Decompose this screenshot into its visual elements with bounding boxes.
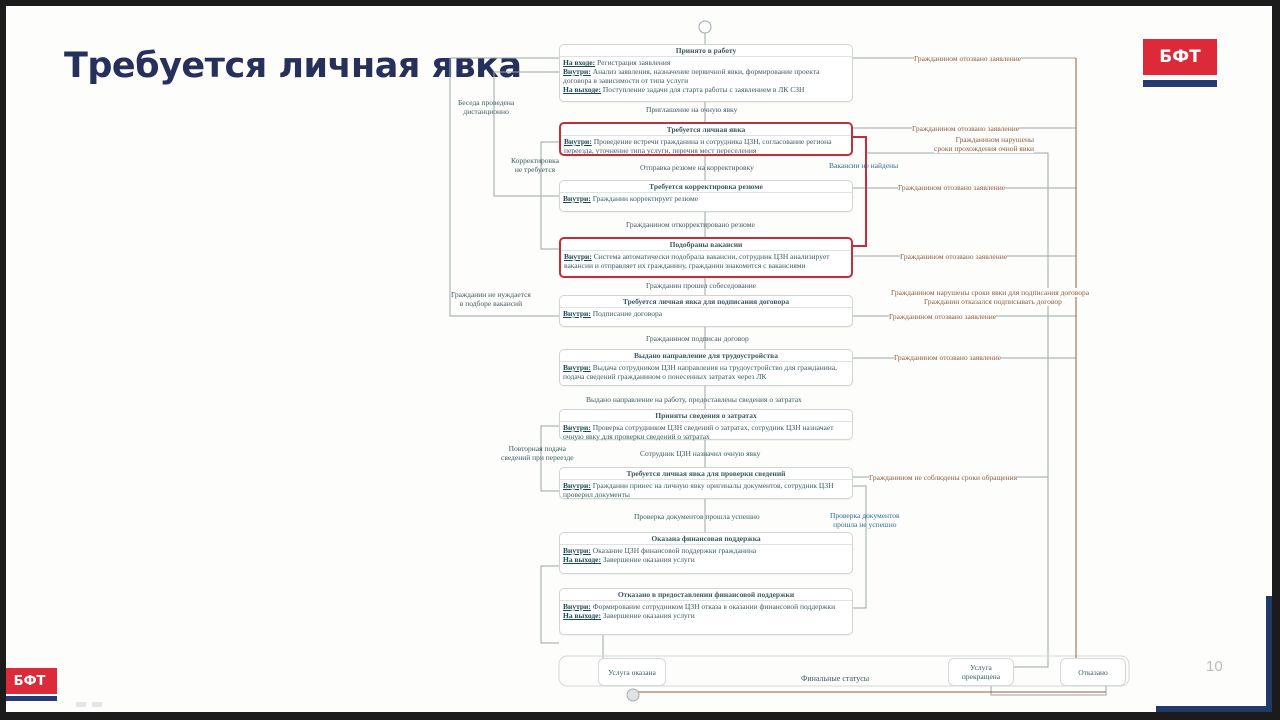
state-vacancies[interactable]: Подобраны вакансии Внутри: Система автом… — [559, 237, 853, 278]
transition-label: Гражданином подписан договор — [646, 334, 749, 343]
corner-accent — [1266, 596, 1272, 712]
transition-label: Проверка документов прошла не успешно — [830, 511, 900, 529]
loop-label: Гражданин не нуждается в подборе ваканси… — [451, 290, 531, 308]
transition-label: Гражданином откорректировано резюме — [626, 220, 755, 229]
logo-text: БФТ — [1159, 47, 1201, 67]
exit-label: Гражданином отозвано заявление — [889, 312, 997, 321]
final-statuses-label: Финальные статусы — [801, 674, 870, 683]
bft-logo-top: БФТ — [1143, 39, 1217, 75]
exit-label: Гражданином отозвано заявление — [914, 54, 1022, 63]
logo-bar-bottom — [6, 696, 57, 701]
logo-text: БФТ — [13, 673, 46, 689]
transition-label: Отправка резюме на корректировку — [640, 163, 754, 172]
state-accepted[interactable]: Принято в работу На входе: Регистрация з… — [559, 44, 853, 102]
transition-label: Гражданин прошел собеседование — [646, 281, 757, 290]
transition-label: Вакансии не найдены — [829, 161, 899, 170]
exit-label: Гражданином нарушены сроки явки для подп… — [891, 288, 1090, 297]
state-resume-fix[interactable]: Требуется корректировка резюме Внутри: Г… — [559, 180, 853, 212]
loop-label: Беседа проведена дистанционно — [458, 98, 515, 116]
bft-logo-bottom: БФТ — [6, 668, 57, 694]
slide-nav-dots — [76, 694, 116, 707]
state-verify-visit[interactable]: Требуется личная явка для проверки сведе… — [559, 467, 853, 499]
exit-label: Гражданином нарушены сроки прохождения о… — [934, 135, 1035, 153]
slide: Требуется личная явка БФТ БФТ — [6, 6, 1272, 712]
transition-label: Выдано направление на работу, предоставл… — [586, 395, 802, 404]
state-personal-visit[interactable]: Требуется личная явка Внутри: Проведение… — [559, 122, 853, 156]
exit-label: Гражданином отозвано заявление — [912, 124, 1020, 133]
final-status-terminated[interactable]: Услуга прекращена — [948, 658, 1014, 686]
page-number: 10 — [1206, 658, 1223, 675]
exit-label: Гражданином отозвано заявление — [900, 252, 1008, 261]
exit-label: Гражданином отозвано заявление — [898, 183, 1006, 192]
transition-label: Проверка документов прошла успешно — [634, 512, 760, 521]
transition-label: Приглашение на очную явку — [646, 105, 738, 114]
state-costs-received[interactable]: Приняты сведения о затратах Внутри: Пров… — [559, 409, 853, 441]
state-contract-visit[interactable]: Требуется личная явка для подписания дог… — [559, 295, 853, 327]
exit-label: Гражданин отказался подписывать договор — [924, 297, 1062, 306]
final-status-refused[interactable]: Отказано — [1060, 658, 1126, 686]
logo-bar-top — [1143, 80, 1217, 87]
exit-label: Гражданином не соблюдены сроки обращения — [869, 473, 1018, 482]
state-title: Принято в работу — [560, 45, 852, 57]
final-status-provided[interactable]: Услуга оказана — [598, 658, 666, 686]
exit-label: Гражданином отозвано заявление — [894, 353, 1002, 362]
state-support-given[interactable]: Оказана финансовая поддержка Внутри: Ока… — [559, 532, 853, 574]
transition-label: Сотрудник ЦЗН назначил очную явку — [640, 449, 761, 458]
diagram-connectors — [449, 20, 1130, 702]
state-support-refused[interactable]: Отказано в предоставлении финансовой под… — [559, 588, 853, 635]
slide-title: Требуется личная явка — [64, 46, 522, 86]
corner-accent — [1156, 706, 1272, 712]
loop-label: Корректировка не требуется — [511, 156, 559, 174]
loop-label: Повторная подача сведений при переезде — [501, 444, 574, 462]
state-referral[interactable]: Выдано направление для трудоустройства В… — [559, 349, 853, 386]
